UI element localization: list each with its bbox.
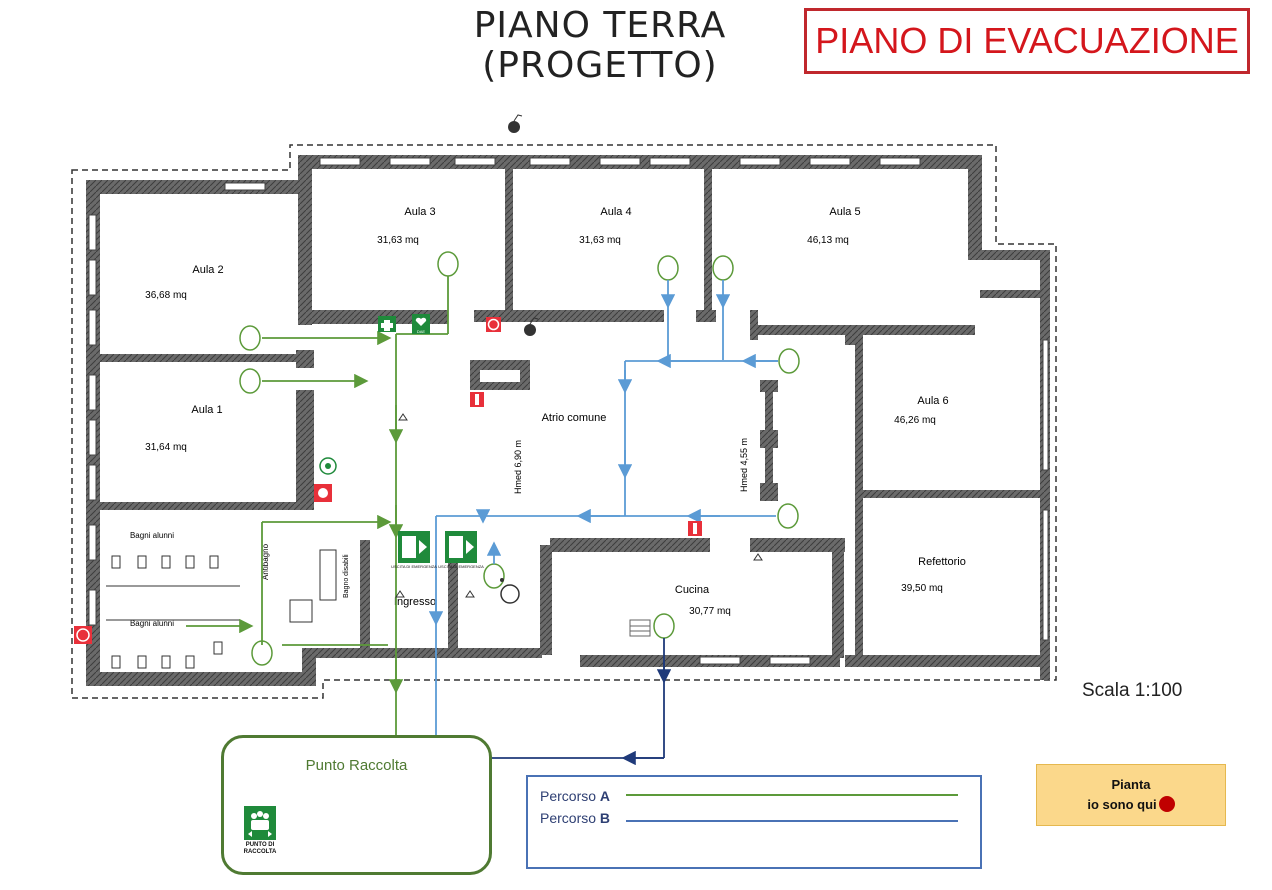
height-corridor: Hmed 4,55 m <box>739 438 749 492</box>
room-aula-1-name: Aula 1 <box>191 404 222 416</box>
electrical-panel-icon <box>629 619 651 637</box>
room-aula-3-name: Aula 3 <box>404 206 435 218</box>
svg-text:USCITA DI EMERGENZA: USCITA DI EMERGENZA <box>391 564 437 569</box>
room-aula-6-area: 46,26 mq <box>894 415 936 426</box>
route-b-dark <box>492 638 672 766</box>
page-title: PIANO TERRA (PROGETTO) <box>420 6 780 86</box>
assembly-point-icon <box>244 806 276 840</box>
room-aula-6-name: Aula 6 <box>917 395 948 407</box>
room-refettorio-area: 39,50 mq <box>901 583 943 594</box>
route-a <box>186 276 449 735</box>
room-aula-5-name: Aula 5 <box>829 206 860 218</box>
route-b <box>428 280 778 735</box>
route-legend: Percorso A Percorso B <box>526 775 982 869</box>
location-dot-icon <box>1158 796 1175 812</box>
legend-route-a: Percorso A <box>540 788 610 804</box>
room-refettorio-name: Refettorio <box>918 556 966 568</box>
fire-extinguisher-icon <box>688 521 702 536</box>
room-bagni-1-name: Bagni alunni <box>130 531 174 540</box>
fire-hose-icon <box>74 626 92 644</box>
fire-extinguisher-icon <box>470 392 484 407</box>
room-bagni-2-name: Bagni alunni <box>130 619 174 628</box>
room-ingresso-name: Ingresso <box>394 596 436 608</box>
assembly-point-label: Punto Raccolta <box>305 757 408 774</box>
height-atrio: Hmed 6,90 m <box>513 440 523 494</box>
emergency-exit-sign-icon: USCITA DI EMERGENZA <box>391 531 437 569</box>
room-aula-2-area: 36,68 mq <box>145 290 187 301</box>
legend-route-a-line <box>626 794 958 796</box>
windows <box>88 157 1049 665</box>
title-line-1: PIANO TERRA <box>473 5 727 46</box>
assembly-point-icon-caption: PUNTO DI RACCOLTA <box>243 842 277 855</box>
bell-icon <box>508 114 523 133</box>
legend-route-a-letter: A <box>599 788 611 804</box>
first-aid-sign-icon <box>378 316 396 332</box>
legend-route-b: Percorso B <box>540 810 610 826</box>
room-cucina-area: 30,77 mq <box>689 606 731 617</box>
legend-route-b-letter: B <box>599 810 611 826</box>
you-are-here-line1: Pianta <box>1111 777 1151 792</box>
you-are-here-box: Pianta io sono qui <box>1036 764 1226 826</box>
bell-icon <box>524 317 539 336</box>
you-are-here-line2: io sono qui <box>1087 797 1157 812</box>
legend-route-b-text: Percorso <box>540 810 600 826</box>
room-aula-5-area: 46,13 mq <box>807 235 849 246</box>
emergency-exit-sign-icon: USCITA DI EMERGENZA <box>438 531 484 569</box>
room-aula-3-area: 31,63 mq <box>377 235 419 246</box>
fire-alarm-icon <box>314 484 332 502</box>
legend-route-b-line <box>626 820 958 822</box>
room-bagno-disabili-name: Bagno disabili <box>343 554 350 598</box>
svg-text:USCITA DI EMERGENZA: USCITA DI EMERGENZA <box>438 564 484 569</box>
triangle-marker-icon <box>395 413 763 598</box>
route-a-start-circles <box>239 251 800 666</box>
room-aula-4-name: Aula 4 <box>600 206 631 218</box>
defibrillator-sign-icon: DAE <box>412 314 430 334</box>
room-aula-4-area: 31,63 mq <box>579 235 621 246</box>
room-antibagno-name: Antibagno <box>261 543 270 580</box>
title-line-2: (PROGETTO) <box>482 45 718 86</box>
legend-route-a-text: Percorso <box>540 788 600 804</box>
room-aula-2-name: Aula 2 <box>192 264 223 276</box>
room-cucina-name: Cucina <box>675 584 710 596</box>
scale-label: Scala 1:100 <box>1082 680 1183 701</box>
fire-hose-icon <box>486 317 501 332</box>
emergency-light-icon <box>319 457 337 475</box>
room-aula-1-area: 31,64 mq <box>145 442 187 453</box>
wheelchair-icon <box>500 578 520 604</box>
property-boundary <box>71 144 1057 699</box>
room-atrio-name: Atrio comune <box>542 412 607 424</box>
assembly-point-box <box>221 735 492 875</box>
svg-text:DAE: DAE <box>417 329 426 334</box>
toilet-fixtures <box>106 549 337 669</box>
evacuation-plan-title: PIANO DI EVACUAZIONE <box>804 8 1250 74</box>
